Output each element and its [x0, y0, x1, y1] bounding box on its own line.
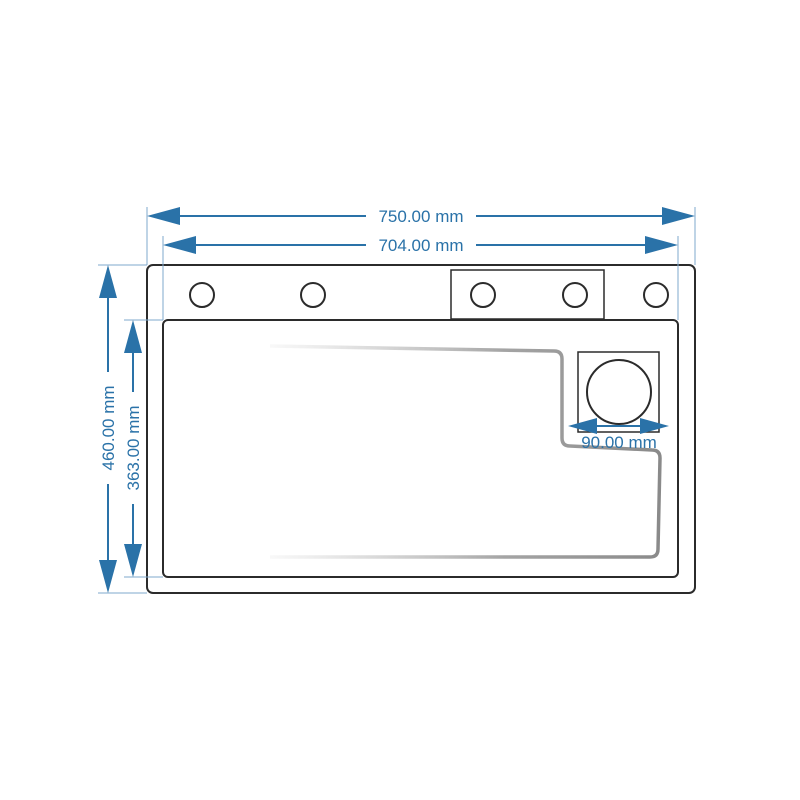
- bowl-depth-arrow-bottom: [124, 544, 142, 577]
- overall-width-arrow-right: [662, 207, 695, 225]
- label-mask: [366, 205, 476, 227]
- bowl-depth-label: 363.00 mm: [124, 405, 143, 490]
- control-panel-outline: [450, 269, 605, 320]
- tap-hole-5: [643, 282, 669, 308]
- tap-hole-4: [562, 282, 588, 308]
- sink-outer-outline: [146, 264, 696, 594]
- tap-hole-3: [470, 282, 496, 308]
- label-mask: [98, 372, 118, 484]
- overall-depth-arrow-top: [99, 265, 117, 298]
- bowl-floor-contour: [269, 344, 662, 559]
- drain-circle: [586, 359, 652, 425]
- bowl-width-label: 704.00 mm: [378, 236, 463, 255]
- drain-width-arrow-right: [640, 418, 669, 434]
- bowl-depth-arrow-top: [124, 320, 142, 353]
- bowl-width-arrow-right: [645, 236, 678, 254]
- tap-hole-1: [189, 282, 215, 308]
- label-mask: [366, 234, 476, 256]
- label-mask: [123, 392, 143, 504]
- drain-width-label: 90.00 mm: [581, 433, 657, 452]
- drain-outline: [577, 351, 660, 433]
- bowl-width-arrow-left: [163, 236, 196, 254]
- overall-depth-arrow-bottom: [99, 560, 117, 593]
- tap-hole-2: [300, 282, 326, 308]
- drain-width-arrow-left: [568, 418, 597, 434]
- overall-width-arrow-left: [147, 207, 180, 225]
- overall-width-label: 750.00 mm: [378, 207, 463, 226]
- overall-depth-label: 460.00 mm: [99, 385, 118, 470]
- sink-bowl-outline: [162, 319, 679, 578]
